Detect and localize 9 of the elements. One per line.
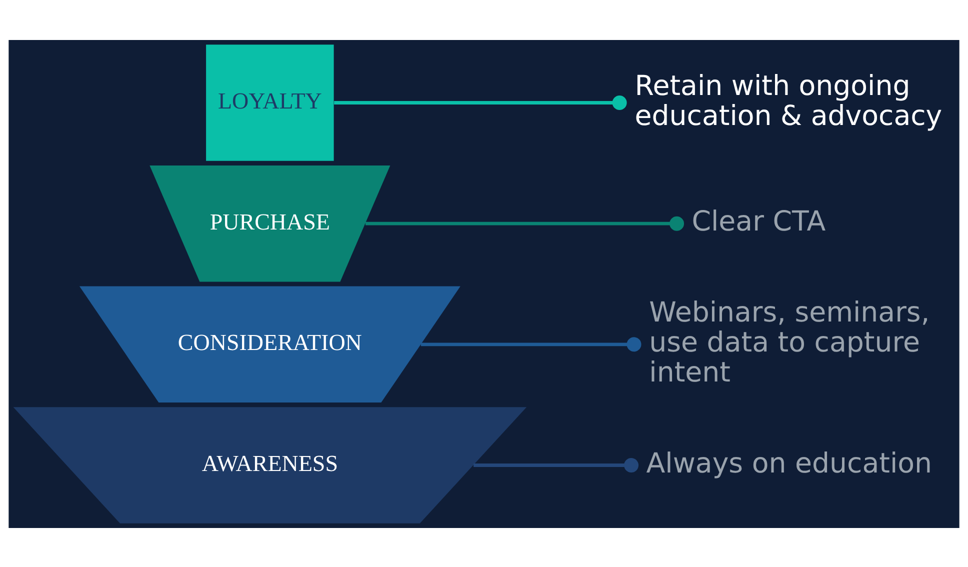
node-text: Retain with ongoing education & advocacy (634, 68, 942, 132)
node-text: Webinars, seminars, use data to capture intent (649, 295, 930, 388)
connector (474, 458, 639, 472)
node-text: Clear CTA (692, 204, 826, 238)
connector (334, 94, 627, 110)
node-text: Always on education (646, 446, 932, 479)
connector (365, 216, 684, 230)
node-box: LOYALTY (206, 44, 334, 160)
connector (420, 336, 642, 352)
